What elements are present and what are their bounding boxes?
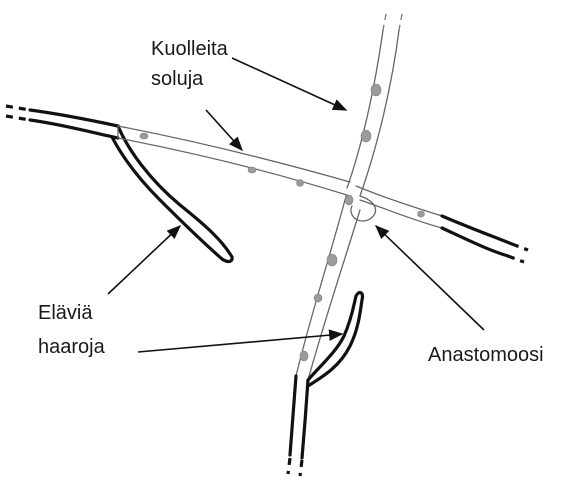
living-branches-label-line2: haaroja	[38, 334, 105, 360]
top-dead-hypha	[347, 14, 402, 196]
nucleus	[361, 130, 371, 142]
nucleus	[345, 195, 353, 205]
anastomosis-label: Anastomoosi	[428, 342, 544, 368]
dead-cells-label-line1: Kuolleita	[151, 36, 228, 62]
nucleus	[297, 180, 304, 187]
left-dead-hypha	[118, 126, 350, 196]
dead-cells-label-line2: soluja	[151, 66, 203, 92]
dead-cells-arrow-top	[232, 58, 346, 110]
nucleus	[418, 211, 425, 217]
nucleus	[327, 254, 337, 266]
nucleus	[314, 294, 322, 302]
nucleus	[371, 84, 381, 96]
living-branches-arrow-bottom	[138, 334, 342, 352]
living-branches-arrow-left	[108, 226, 180, 294]
anastomosis-loop	[351, 196, 376, 221]
nucleus	[300, 351, 308, 361]
right-dead-hypha	[356, 186, 442, 228]
dead-cells-arrow-left	[206, 110, 242, 150]
right-living-hypha	[442, 216, 528, 262]
nucleus	[248, 167, 256, 173]
living-branches-label-line1: Eläviä	[38, 300, 92, 326]
nucleus	[140, 133, 148, 139]
left-living-hypha	[6, 106, 232, 261]
